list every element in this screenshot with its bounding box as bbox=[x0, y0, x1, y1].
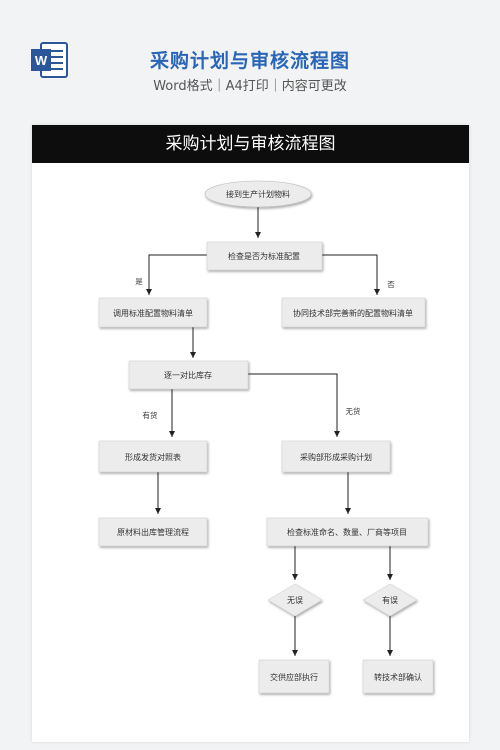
node-shipping-table: 形成发货对照表 bbox=[98, 440, 208, 473]
node-outbound: 原材料出库管理流程 bbox=[98, 517, 208, 547]
node-has-error-label: 有误 bbox=[382, 595, 398, 605]
node-call-list: 调用标准配置物料清单 bbox=[98, 297, 208, 328]
node-compare-label: 逐一对比库存 bbox=[164, 370, 212, 380]
page-title: 采购计划与审核流程图 bbox=[149, 50, 350, 72]
connector-check-yes bbox=[146, 254, 207, 295]
document-title-band bbox=[32, 125, 469, 163]
flowchart: 接到生产计划物料 检查是否为标准配置 调用标准配置物料清单 协同技术部完善新的配… bbox=[98, 180, 434, 694]
node-tech-list: 协同技术部完善新的配置物料清单 bbox=[281, 297, 426, 328]
node-tech-confirm-label: 转技术部确认 bbox=[374, 672, 422, 682]
node-shipping-table-label: 形成发货对照表 bbox=[125, 452, 181, 462]
flow-connectors bbox=[146, 207, 393, 656]
node-supplier: 交供应部执行 bbox=[258, 659, 330, 694]
node-tech-list-label: 协同技术部完善新的配置物料清单 bbox=[293, 308, 413, 318]
node-compare: 逐一对比库存 bbox=[128, 360, 249, 390]
edge-label-no: 否 bbox=[387, 280, 395, 289]
node-check-standard-label: 检查是否为标准配置 bbox=[228, 251, 300, 261]
document-preview: 采购计划与审核流程图 接到生产计 bbox=[32, 125, 469, 742]
connector-check-no bbox=[322, 254, 380, 295]
node-start: 接到生产计划物料 bbox=[204, 180, 312, 208]
document-title: 采购计划与审核流程图 bbox=[165, 134, 336, 154]
node-call-list-label: 调用标准配置物料清单 bbox=[113, 308, 193, 318]
node-purchase-plan: 采购部形成采购计划 bbox=[281, 440, 391, 473]
node-no-error-label: 无误 bbox=[287, 596, 303, 605]
node-check-standard: 检查是否为标准配置 bbox=[206, 241, 323, 271]
page-subtitle: Word格式｜A4打印｜内容可更改 bbox=[153, 79, 347, 94]
word-icon: W bbox=[31, 42, 68, 78]
node-supplier-label: 交供应部执行 bbox=[270, 672, 318, 682]
edge-label-out-of-stock: 无货 bbox=[346, 406, 361, 416]
node-start-label: 接到生产计划物料 bbox=[226, 189, 290, 199]
edge-label-yes: 是 bbox=[135, 277, 143, 286]
page-header: W 采购计划与审核流程图 Word格式｜A4打印｜内容可更改 bbox=[0, 0, 500, 125]
node-check-items: 检查标准命名、数量、厂商等项目 bbox=[266, 517, 429, 547]
node-tech-confirm: 转技术部确认 bbox=[362, 659, 434, 694]
word-icon-letter: W bbox=[35, 53, 48, 68]
connector-out-of-stock bbox=[248, 373, 340, 437]
node-outbound-label: 原材料出库管理流程 bbox=[117, 527, 189, 537]
node-purchase-plan-label: 采购部形成采购计划 bbox=[300, 452, 372, 462]
edge-label-in-stock: 有货 bbox=[143, 410, 158, 420]
node-has-error: 有误 bbox=[362, 583, 418, 617]
node-no-error: 无误 bbox=[267, 583, 323, 617]
node-check-items-label: 检查标准命名、数量、厂商等项目 bbox=[287, 527, 407, 537]
